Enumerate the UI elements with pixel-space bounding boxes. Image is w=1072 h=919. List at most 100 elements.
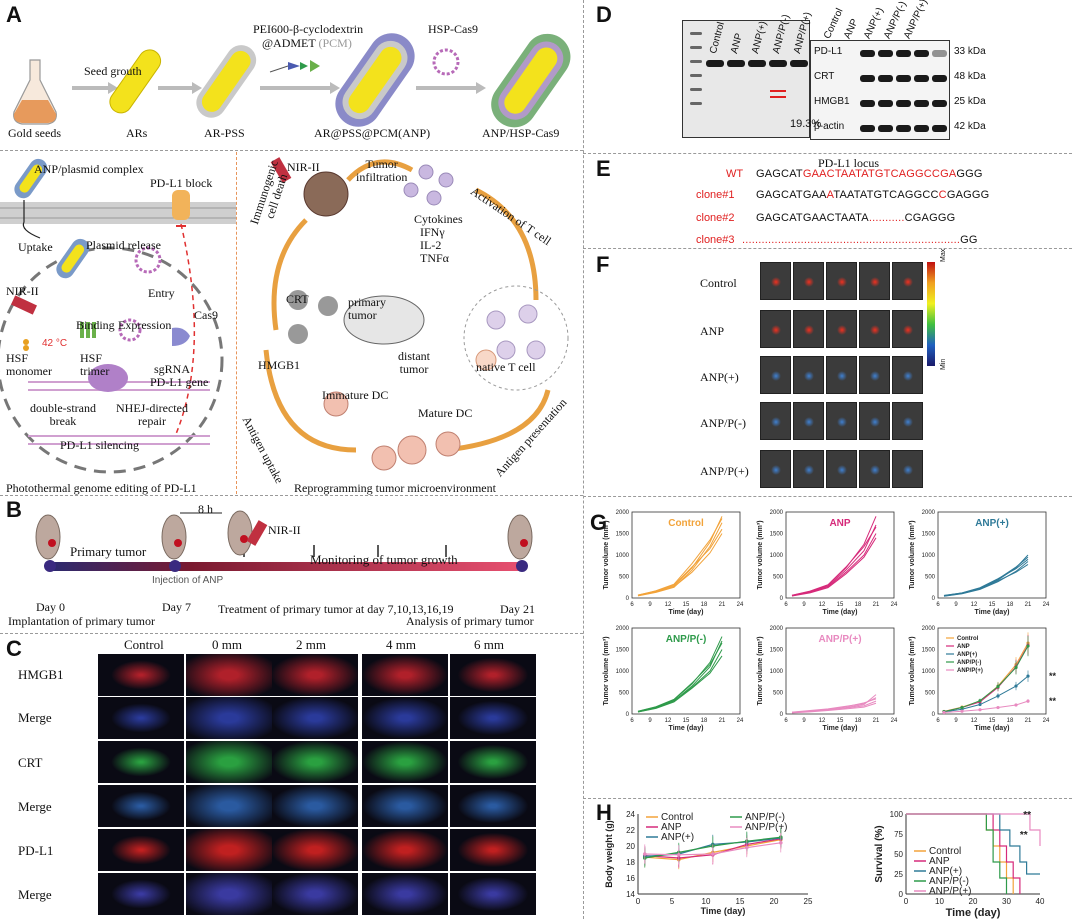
ivis-image bbox=[826, 402, 857, 440]
micrograph-r4-c3 bbox=[362, 829, 448, 871]
ivis-row-label: ANP bbox=[700, 324, 725, 338]
x-tick-label: 15 bbox=[837, 718, 844, 724]
y-axis-label: Body weight (g) bbox=[604, 820, 614, 888]
wb-band bbox=[914, 75, 929, 82]
chart-title: ANP/P(-) bbox=[666, 634, 707, 645]
y-axis-label: Tumor volume (mm³) bbox=[757, 636, 764, 705]
series-line bbox=[943, 700, 1029, 713]
plot-frame bbox=[785, 511, 895, 599]
micrograph-r1-c4 bbox=[450, 697, 536, 739]
ivis-image bbox=[793, 356, 824, 394]
x-tick-label: 6 bbox=[630, 602, 634, 608]
ivis-image bbox=[760, 310, 791, 348]
ivis-image bbox=[892, 450, 923, 488]
y-tick-label: 500 bbox=[619, 691, 630, 697]
wb-band bbox=[914, 125, 929, 132]
y-tick-label: 1000 bbox=[770, 553, 784, 559]
pdl1-receptor-icon bbox=[172, 190, 190, 220]
panel-label-e: E bbox=[596, 156, 611, 181]
label-native-t: native T cell bbox=[476, 360, 536, 374]
y-axis-label: Tumor volume (mm³) bbox=[757, 520, 764, 589]
svg-text:42 °C: 42 °C bbox=[42, 338, 67, 349]
chart-title: Control bbox=[668, 518, 704, 529]
ar-pss-icon bbox=[196, 45, 257, 118]
anp-hsp-icon bbox=[491, 33, 571, 128]
ivis-image bbox=[859, 450, 890, 488]
y-tick-label: 2000 bbox=[616, 626, 630, 632]
gel-band bbox=[706, 60, 724, 67]
label-treatment: Treatment of primary tumor at day 7,10,1… bbox=[218, 602, 454, 616]
colorbar-max: Max bbox=[940, 248, 947, 262]
label-injection: Injection of ANP bbox=[152, 575, 224, 586]
label-complex: ANP/plasmid complex bbox=[34, 162, 144, 176]
label-pdl1-gene: PD-L1 gene bbox=[150, 375, 209, 389]
micrograph-r0-c3 bbox=[362, 654, 448, 696]
signal-spot bbox=[804, 371, 814, 381]
y-axis-label: Survival (%) bbox=[874, 825, 885, 882]
y-tick-label: 100 bbox=[890, 810, 904, 819]
x-tick-label: 6 bbox=[936, 718, 940, 724]
legend-label: ANP(+) bbox=[929, 866, 962, 877]
seq-label: clone#3 bbox=[696, 234, 735, 246]
wb-band bbox=[932, 125, 947, 132]
survival-step bbox=[906, 813, 1040, 875]
label-mature-dc: Mature DC bbox=[418, 406, 473, 420]
significance-mark: ** bbox=[1023, 810, 1031, 821]
label-8h: 8 h bbox=[198, 502, 213, 516]
x-tick-label: 5 bbox=[670, 897, 675, 906]
micrograph-r1-c0 bbox=[98, 697, 184, 739]
label-pdl1-block: PD-L1 block bbox=[150, 176, 213, 190]
ivis-image bbox=[760, 402, 791, 440]
ladder-band bbox=[690, 60, 702, 63]
y-tick-label: 500 bbox=[925, 575, 936, 581]
wb-row-label: PD-L1 bbox=[814, 46, 843, 57]
x-tick-label: 18 bbox=[701, 718, 708, 724]
cleavage-arrow bbox=[770, 96, 786, 98]
wb-lane-label: ANP bbox=[842, 17, 861, 41]
x-tick-label: 6 bbox=[630, 718, 634, 724]
row-crt: CRT bbox=[18, 755, 43, 770]
divider-gh bbox=[583, 798, 1072, 799]
series-line bbox=[637, 655, 723, 713]
wb-band bbox=[932, 100, 947, 107]
wb-row-kda: 25 kDa bbox=[954, 96, 986, 107]
label-ar-pss: AR-PSS bbox=[204, 126, 245, 140]
x-tick-label: 0 bbox=[904, 897, 909, 906]
micrograph-r1-c1 bbox=[186, 697, 272, 739]
x-tick-label: 15 bbox=[989, 602, 996, 608]
label-pcm-1: PEI600-β-cyclodextrin bbox=[253, 22, 364, 36]
ivis-image bbox=[892, 402, 923, 440]
col-4mm: 4 mm bbox=[386, 637, 416, 652]
panel-label-d: D bbox=[596, 2, 612, 27]
plot-frame bbox=[785, 627, 895, 715]
panel-label-c: C bbox=[6, 636, 22, 661]
legend-label: ANP bbox=[929, 856, 950, 867]
ivis-row-label: ANP(+) bbox=[700, 370, 739, 384]
micrograph-r3-c2 bbox=[272, 785, 358, 827]
gel-image bbox=[682, 20, 810, 138]
label-crt: CRT bbox=[286, 292, 309, 306]
signal-spot bbox=[771, 371, 781, 381]
ladder-band bbox=[690, 74, 702, 77]
y-tick-label: 2000 bbox=[922, 626, 936, 632]
x-tick-label: 18 bbox=[855, 602, 862, 608]
col-6mm: 6 mm bbox=[474, 637, 504, 652]
wb-band bbox=[860, 50, 875, 57]
row-pdl1: PD-L1 bbox=[18, 843, 54, 858]
micrograph-r0-c2 bbox=[272, 654, 358, 696]
col-control: Control bbox=[124, 637, 164, 652]
ivis-image bbox=[826, 450, 857, 488]
synthesis-scheme bbox=[13, 33, 571, 128]
label-sgrna: sgRNA bbox=[154, 362, 191, 376]
x-axis-label: Time (day) bbox=[669, 609, 704, 616]
ivis-image bbox=[760, 450, 791, 488]
y-tick-label: 75 bbox=[894, 830, 903, 839]
y-tick-label: 0 bbox=[626, 712, 630, 718]
x-tick-label: 21 bbox=[873, 602, 880, 608]
